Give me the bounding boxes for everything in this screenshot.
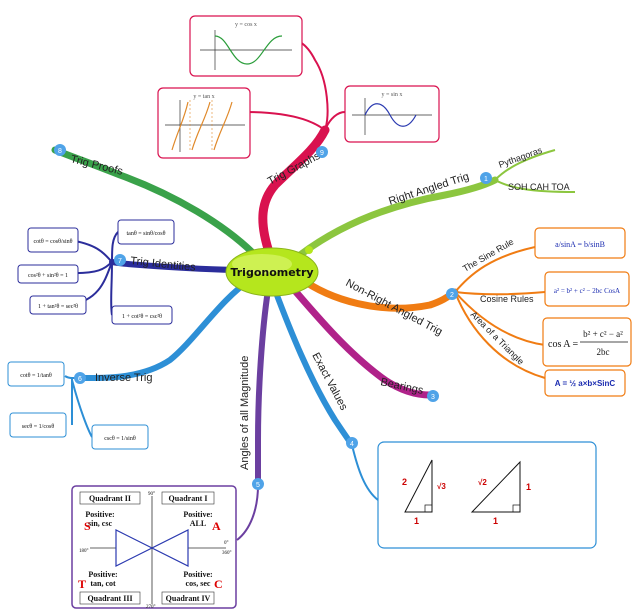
badge-4: 4 [350, 441, 354, 448]
ident-cot-box: cotθ = cosθ/sinθ [27, 227, 79, 253]
q1-letter: A [212, 519, 221, 533]
angle-270: 270° [146, 605, 156, 610]
branch-right-angled[interactable]: Right Angled Trig Pythagoras SOH CAH TOA… [296, 145, 576, 259]
tan-graph-box: y = tan x [157, 87, 251, 159]
q2-pos: Positive: [85, 510, 114, 519]
t1-hyp: 2 [402, 477, 407, 487]
badge-7: 7 [118, 258, 122, 265]
center-label: Trigonometry [230, 266, 313, 279]
ident-pyth3-box: 1 + cot²θ = csc²θ [111, 305, 173, 325]
branch-label-proofs: Trig Proofs [69, 153, 124, 178]
badge-3: 3 [431, 394, 435, 401]
badge-5: 5 [256, 482, 260, 489]
branch-label-inverse: Inverse Trig [95, 372, 152, 384]
q4-letter: C [214, 577, 223, 591]
t1-opp: √3 [437, 482, 446, 491]
ident-tan-box: tanθ = sinθ/cosθ [117, 219, 175, 245]
q4-pos: Positive: [183, 570, 212, 579]
badge-8: 8 [58, 148, 62, 155]
inv-sec: secθ = 1/cosθ [22, 424, 55, 430]
pythagoras-label: Pythagoras [497, 145, 544, 170]
branch-non-right-angled[interactable]: Non-Right Angled Trig The Sine Rule Cosi… [296, 237, 546, 379]
q3-label: Quadrant III [87, 594, 132, 603]
inv-csc: cscθ = 1/sinθ [104, 436, 136, 442]
badge-6: 6 [78, 376, 82, 383]
ident-cot: cotθ = cosθ/sinθ [33, 239, 72, 245]
cosine-rule-formula-1: a² = b² + c² − 2bc CosA [554, 287, 620, 295]
q1-fn: ALL [190, 519, 206, 528]
sin-graph-title: y = sin x [382, 92, 403, 98]
branch-label-bearings: Bearings [379, 376, 424, 397]
cosine-rule-box-2: cos A = b² + c² − a² 2bc [542, 317, 632, 367]
q4-fn: cos, sec [186, 579, 211, 588]
badge-2: 2 [450, 292, 454, 299]
q2-letter: S [84, 519, 91, 533]
cosine-rule-lhs: cos A = [548, 339, 578, 350]
q2-fn: sin, csc [88, 519, 112, 528]
q1-label: Quadrant I [169, 494, 208, 503]
q3-fn: tan, cot [90, 579, 116, 588]
branch-inverse[interactable]: Inverse Trig 6 [64, 277, 253, 438]
tan-graph-title: y = tan x [193, 94, 214, 100]
inv-cot: cotθ = 1/tanθ [20, 373, 52, 379]
ident-pyth2: 1 + tan²θ = sec²θ [38, 304, 78, 310]
angle-360: 360° [222, 551, 232, 556]
branch-angles[interactable]: Angles of all Magnitude 5 [236, 287, 271, 541]
area-formula: A = ½ a×b×SinC [555, 379, 616, 388]
cosine-rule-den: 2bc [597, 347, 610, 357]
cosine-rule-num: b² + c² − a² [583, 329, 623, 339]
q3-letter: T [78, 577, 86, 591]
t2-opp: 1 [526, 482, 531, 492]
cosine-rules-label: Cosine Rules [480, 294, 534, 304]
quadrant-box: Quadrant II Quadrant I Quadrant III Quad… [71, 485, 237, 610]
sin-graph-box: y = sin x [344, 85, 440, 143]
ident-pyth1-box: cos²θ + sin²θ = 1 [17, 264, 79, 284]
angle-90: 90° [148, 492, 155, 497]
badge-1: 1 [484, 176, 488, 183]
branch-label-angles: Angles of all Magnitude [239, 356, 251, 470]
branch-label-identities: Trig Identities [130, 255, 197, 274]
q3-pos: Positive: [88, 570, 117, 579]
q1-pos: Positive: [183, 510, 212, 519]
sine-rule-box: a/sinA = b/sinB [534, 227, 626, 259]
t2-hyp: √2 [478, 478, 487, 487]
angle-180: 180° [79, 549, 89, 554]
exact-values-box: 2 √3 1 √2 1 1 [377, 441, 597, 549]
inv-sec-box: secθ = 1/cosθ [9, 412, 67, 438]
q4-label: Quadrant IV [166, 594, 211, 603]
angle-0: 0° [224, 541, 229, 546]
inv-cot-box: cotθ = 1/tanθ [7, 361, 65, 387]
cos-graph-box: y = cos x [189, 15, 303, 77]
ident-pyth2-box: 1 + tan²θ = sec²θ [29, 295, 87, 315]
sine-rule-formula: a/sinA = b/sinB [555, 240, 605, 249]
center-node[interactable]: Trigonometry [225, 246, 319, 297]
t1-adj: 1 [414, 516, 419, 526]
branch-label-graphs: Trig Graphs [266, 150, 323, 188]
cosine-rule-box-1: a² = b² + c² − 2bc CosA [544, 271, 630, 307]
ident-tan: tanθ = sinθ/cosθ [126, 231, 165, 237]
inv-csc-box: cscθ = 1/sinθ [91, 424, 149, 450]
area-box: A = ½ a×b×SinC [544, 369, 626, 397]
ident-pyth3: 1 + cot²θ = csc²θ [122, 314, 162, 320]
badge-9: 9 [320, 150, 324, 157]
sohcahtoa-label: SOH CAH TOA [508, 182, 570, 192]
cos-graph-title: y = cos x [235, 22, 257, 28]
q2-label: Quadrant II [89, 494, 131, 503]
ident-pyth1: cos²θ + sin²θ = 1 [28, 273, 68, 279]
t2-adj: 1 [493, 516, 498, 526]
